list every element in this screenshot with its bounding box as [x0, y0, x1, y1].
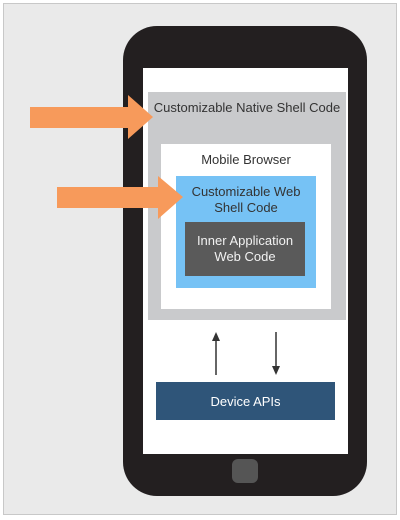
- home-button: [232, 459, 258, 483]
- native-shell-arrow: [30, 95, 153, 139]
- mobile-browser-label: Mobile Browser: [201, 152, 291, 167]
- web-shell-arrow: [57, 176, 183, 219]
- web-shell-label: Customizable Web Shell Code: [191, 184, 301, 215]
- down-arrow-head: [272, 366, 280, 375]
- inner-app-label: Inner Application Web Code: [196, 233, 294, 264]
- up-arrow-head: [212, 332, 220, 341]
- device-apis-label: Device APIs: [210, 394, 281, 409]
- device-apis-box: [156, 382, 335, 420]
- native-shell-label: Customizable Native Shell Code: [153, 100, 341, 115]
- inner-app-box: [185, 222, 305, 276]
